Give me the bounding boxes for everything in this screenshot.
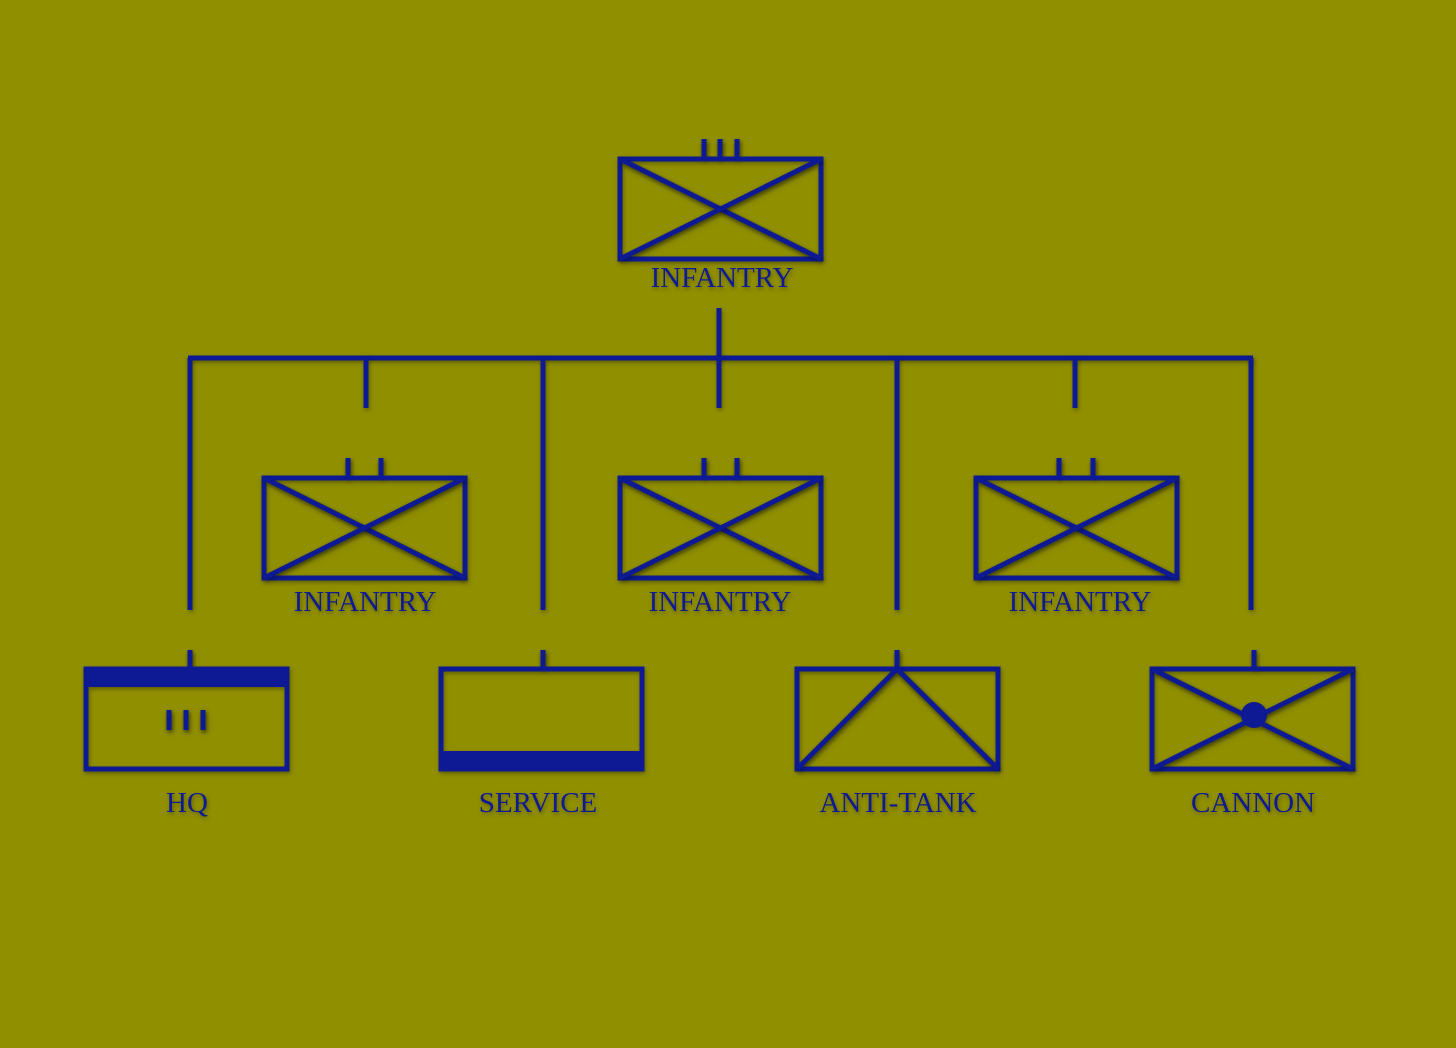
unit-frame bbox=[973, 475, 1180, 581]
infantry-cross bbox=[974, 475, 1179, 581]
cannon-company-symbol bbox=[1149, 650, 1356, 772]
cannon-label: CANNON bbox=[1191, 787, 1315, 819]
service-bottom-bar bbox=[441, 751, 642, 769]
unit-frame bbox=[617, 156, 824, 262]
infantry-cross bbox=[618, 475, 823, 581]
battalion-1-infantry-symbol bbox=[261, 458, 468, 581]
hq-label: HQ bbox=[166, 787, 208, 819]
hq-top-bar bbox=[86, 669, 287, 687]
unit-frame bbox=[261, 475, 468, 581]
unit-frame bbox=[1149, 666, 1356, 772]
unit-frame bbox=[617, 475, 824, 581]
infantry-cross bbox=[262, 475, 467, 581]
infantry-cross bbox=[618, 156, 823, 262]
battalion-2-label: INFANTRY bbox=[649, 586, 792, 618]
battalion-1-label: INFANTRY bbox=[294, 586, 437, 618]
anti-tank-label: ANTI-TANK bbox=[819, 787, 976, 819]
connector-lines bbox=[187, 308, 1254, 610]
battalion-3-label: INFANTRY bbox=[1009, 586, 1152, 618]
anti-tank-chevron bbox=[795, 667, 899, 771]
unit-frame bbox=[794, 666, 1001, 772]
regiment-label: INFANTRY bbox=[651, 262, 794, 294]
service-label: SERVICE bbox=[479, 787, 598, 819]
hq-company-symbol bbox=[83, 650, 290, 772]
anti-tank-company-symbol bbox=[794, 650, 1001, 772]
battalion-3-infantry-symbol bbox=[973, 458, 1180, 581]
regiment-infantry-symbol bbox=[617, 139, 824, 262]
battalion-2-infantry-symbol bbox=[617, 458, 824, 581]
cannon-dot bbox=[1241, 702, 1267, 728]
service-company-symbol bbox=[438, 650, 645, 772]
anti-tank-chevron bbox=[895, 667, 1000, 771]
